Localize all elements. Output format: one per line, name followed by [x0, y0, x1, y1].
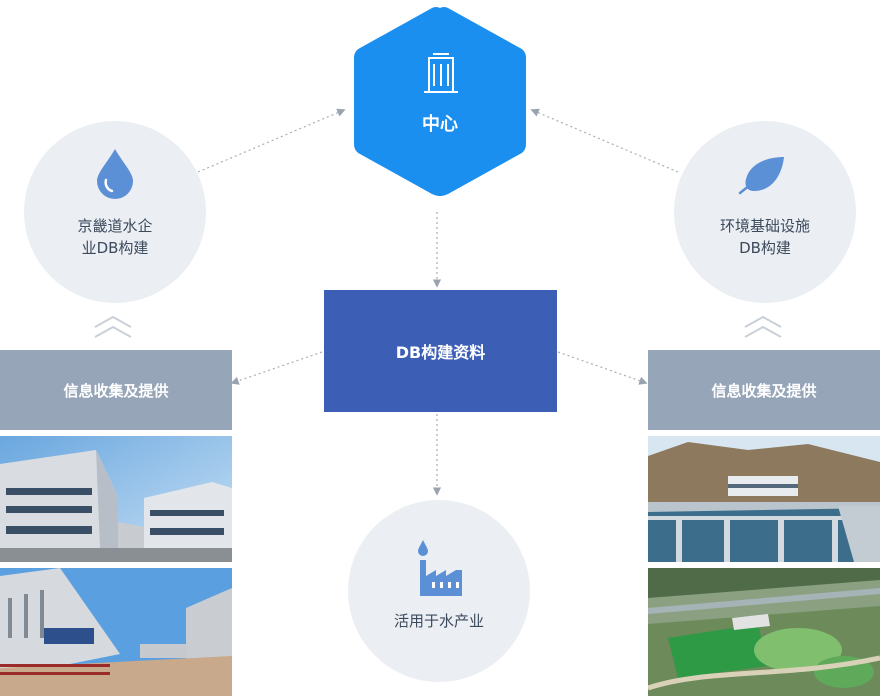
- right-circle: 环境基础设施 DB构建: [674, 121, 856, 303]
- left-info-bar: 信息收集及提供: [0, 350, 232, 430]
- right-circle-line2: DB构建: [739, 239, 791, 257]
- chevron-up-icon: [94, 315, 132, 338]
- left-info-bar-label: 信息收集及提供: [63, 381, 169, 400]
- db-box: DB构建资料: [324, 290, 557, 412]
- right-info-bar: 信息收集及提供: [648, 350, 880, 430]
- arrow-db-to-left-bar: [230, 351, 323, 385]
- factory-yard-photo: [0, 568, 232, 696]
- center-label: 中心: [422, 114, 458, 135]
- factory-icon: [418, 540, 462, 596]
- water-treatment-plant-photo: [648, 436, 880, 562]
- right-info-bar-label: 信息收集及提供: [711, 381, 817, 400]
- building-icon: [424, 53, 458, 93]
- left-circle: 京畿道水企 业DB构建: [24, 121, 206, 303]
- leaf-icon: [738, 157, 784, 195]
- water-drop-icon: [97, 149, 133, 199]
- bottom-circle: 活用于水产业: [348, 500, 530, 682]
- left-circle-line2: 业DB构建: [81, 239, 149, 257]
- chevron-up-icon: [744, 315, 782, 338]
- arrow-right-to-center: [530, 108, 679, 173]
- center-hexagon: 中心: [352, 2, 528, 200]
- park-aerial-photo: [648, 568, 880, 696]
- right-circle-line1: 环境基础设施: [719, 217, 810, 235]
- bottom-circle-label: 活用于水产业: [393, 612, 484, 630]
- arrow-db-to-right-bar: [557, 351, 648, 385]
- left-circle-line1: 京畿道水企: [77, 217, 153, 235]
- db-box-label: DB构建资料: [395, 343, 486, 362]
- factory-building-photo: [0, 436, 232, 562]
- arrow-left-to-center: [197, 108, 346, 173]
